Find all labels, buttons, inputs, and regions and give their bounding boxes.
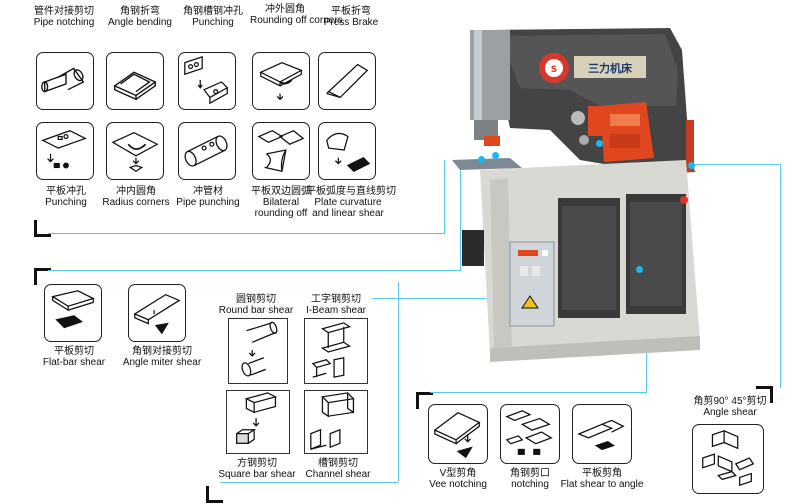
flat-bar-shear-tile	[44, 284, 102, 342]
bracket-corner	[34, 220, 51, 237]
hotspot-marker	[492, 152, 499, 159]
flat-shear-angle-icon	[577, 419, 625, 451]
pipe-notching-tile	[36, 52, 94, 110]
channel-punch-icon	[184, 55, 229, 105]
i-beam-tile	[304, 318, 368, 384]
angle-miter-icon	[133, 293, 181, 335]
brand-text: 三力机床	[588, 61, 633, 75]
pipe-punch-icon	[184, 135, 228, 167]
bracket-corner	[756, 386, 773, 403]
hotspot-marker	[636, 266, 643, 273]
machine-illustration: S 三力机床	[452, 28, 700, 362]
press-brake-tile	[318, 52, 376, 110]
bilateral-round-icon	[257, 129, 305, 173]
bracket-corner	[416, 392, 433, 409]
plate-curve-icon	[326, 132, 371, 173]
vee-notch-icon	[433, 412, 481, 459]
svg-text:S: S	[551, 65, 557, 75]
connector-line	[220, 482, 398, 483]
connector-line	[430, 392, 646, 393]
hotspot-marker	[688, 162, 695, 169]
bracket-corner	[206, 486, 223, 503]
flat-bar-icon	[51, 290, 95, 329]
connector-line	[48, 270, 460, 271]
punching-top-tile	[178, 52, 236, 110]
bilateral-rounding-tile	[252, 122, 310, 180]
i-beam-icon	[311, 322, 352, 378]
angle-shear-tile	[692, 424, 764, 494]
connector-line	[398, 282, 399, 482]
connector-line	[460, 166, 461, 271]
angle-bending-tile	[106, 52, 164, 110]
round-bar-tile	[228, 318, 288, 384]
angle-miter-tile	[128, 284, 186, 342]
connector-line	[780, 164, 781, 388]
pipe-tee-icon	[41, 67, 85, 93]
bracket-corner	[34, 268, 51, 285]
connector-line	[444, 160, 445, 234]
radius-corners-tile	[106, 122, 164, 180]
plate-punch-icon	[41, 130, 87, 169]
rounding-off-tile	[252, 52, 310, 110]
square-bar-tile	[226, 390, 290, 454]
plate-curvature-tile	[318, 122, 376, 180]
ironworker-machine: S 三力机床	[450, 10, 710, 380]
connector-line	[48, 233, 444, 234]
plate-bend-icon	[326, 63, 369, 99]
inner-radius-icon	[111, 131, 159, 173]
square-bar-icon	[236, 392, 278, 444]
channel-tile	[304, 390, 368, 454]
connector-line	[690, 164, 780, 165]
vee-notching-tile	[428, 404, 488, 464]
pipe-punching-tile	[178, 122, 236, 180]
round-bar-icon	[241, 321, 278, 377]
angle-bend-icon	[113, 71, 157, 101]
hotspot-marker	[478, 156, 485, 163]
angle-notching-tile	[500, 404, 560, 464]
channel-icon	[310, 392, 355, 451]
round-corner-icon	[259, 61, 303, 101]
angle-notch-icon	[505, 410, 553, 455]
flat-shear-angle-tile	[572, 404, 632, 464]
plate-punching-tile	[36, 122, 94, 180]
angle-shear-icon	[702, 429, 755, 487]
hotspot-marker	[596, 140, 603, 147]
